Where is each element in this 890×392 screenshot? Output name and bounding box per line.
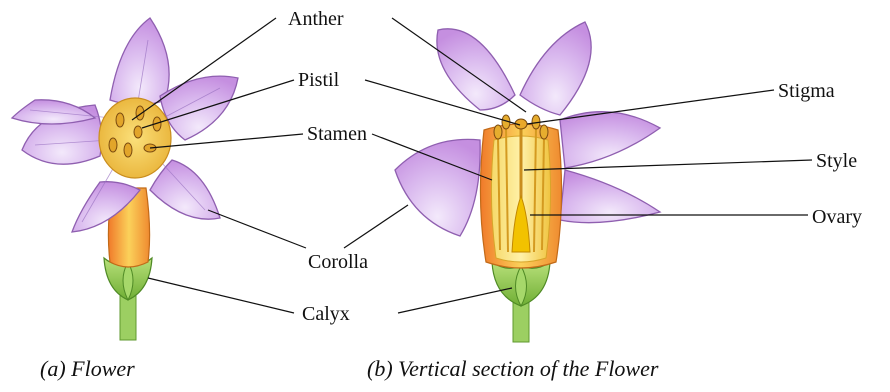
- caption-b: (b) Vertical section of the Flower: [367, 356, 659, 381]
- label-pistil: Pistil: [298, 69, 340, 91]
- caption-a: (a) Flower: [40, 356, 135, 381]
- label-stamen: Stamen: [307, 123, 367, 145]
- label-style: Style: [816, 150, 857, 172]
- flower-center-a: [99, 98, 171, 178]
- label-stigma: Stigma: [778, 80, 835, 102]
- label-ovary: Ovary: [812, 206, 862, 228]
- label-calyx: Calyx: [302, 303, 350, 325]
- label-anther: Anther: [288, 8, 344, 30]
- flower-b: [395, 22, 660, 342]
- label-corolla: Corolla: [308, 251, 368, 273]
